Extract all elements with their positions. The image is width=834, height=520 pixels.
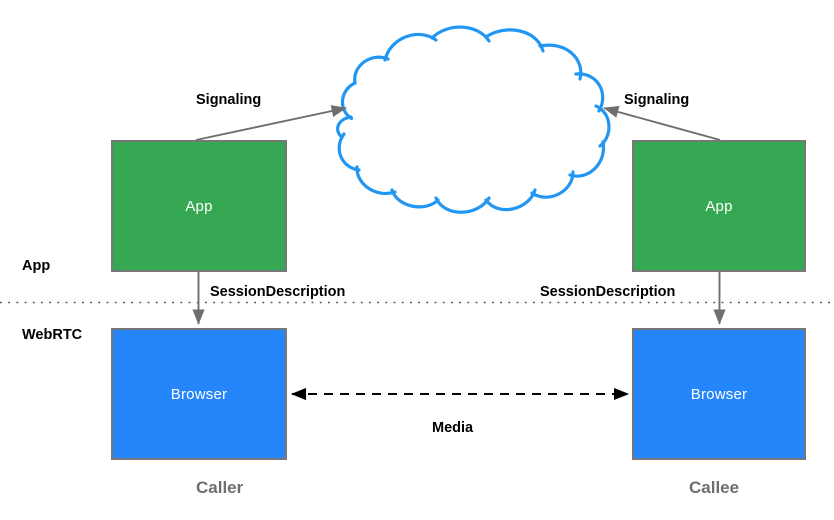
edge-label-sessiondescription-left: SessionDescription	[210, 284, 346, 300]
app-box-callee[interactable]: App	[632, 140, 806, 272]
browser-box-callee-label: Browser	[690, 385, 748, 403]
layer-label-webrtc: WebRTC	[22, 327, 83, 343]
layer-label-app: App	[22, 258, 51, 274]
edge-label-media: Media	[432, 420, 474, 436]
app-box-caller-label: App	[185, 197, 213, 215]
role-label-callee: Callee	[689, 478, 740, 497]
app-box-caller[interactable]: App	[111, 140, 287, 272]
signaling-cloud-icon	[336, 25, 611, 214]
browser-box-callee[interactable]: Browser	[632, 328, 806, 460]
signaling-arrow-right	[603, 105, 721, 141]
signaling-arrow-left	[195, 105, 347, 141]
browser-box-caller-label: Browser	[170, 385, 228, 403]
app-box-callee-label: App	[705, 197, 733, 215]
browser-box-caller[interactable]: Browser	[111, 328, 287, 460]
role-label-caller: Caller	[196, 478, 244, 497]
edge-label-sessiondescription-right: SessionDescription	[540, 284, 676, 300]
edge-label-signaling-left: Signaling	[196, 92, 262, 108]
edge-label-signaling-right: Signaling	[624, 92, 690, 108]
